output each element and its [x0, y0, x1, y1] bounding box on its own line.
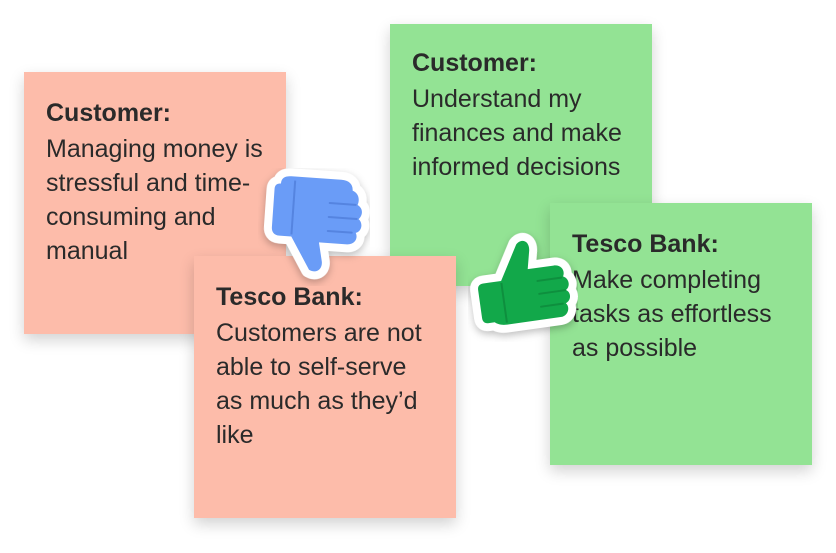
note-body: Make completing tasks as effortless as p… — [572, 266, 772, 362]
thumbs-down-shape — [271, 176, 362, 272]
note-title: Customer: — [412, 49, 538, 77]
thumbs-down-icon — [263, 168, 370, 280]
customer-goal-note: Customer: Understand my finances and mak… — [390, 24, 652, 286]
note-body: Customers are not able to self-serve as … — [216, 319, 422, 449]
thumbs-up-shape — [478, 240, 571, 325]
note-title: Customer: — [46, 99, 172, 127]
note-title: Tesco Bank: — [216, 283, 363, 311]
note-body: Managing money is stressful and time-con… — [46, 135, 263, 265]
note-body: Understand my finances and make informed… — [412, 85, 622, 181]
bank-goal-note: Tesco Bank: Make completing tasks as eff… — [550, 203, 812, 465]
thumbs-up-icon — [470, 232, 578, 333]
note-title: Tesco Bank: — [572, 230, 719, 258]
bank-pain-note: Tesco Bank: Customers are not able to se… — [194, 256, 456, 518]
customer-pain-note: Customer: Managing money is stressful an… — [24, 72, 286, 334]
